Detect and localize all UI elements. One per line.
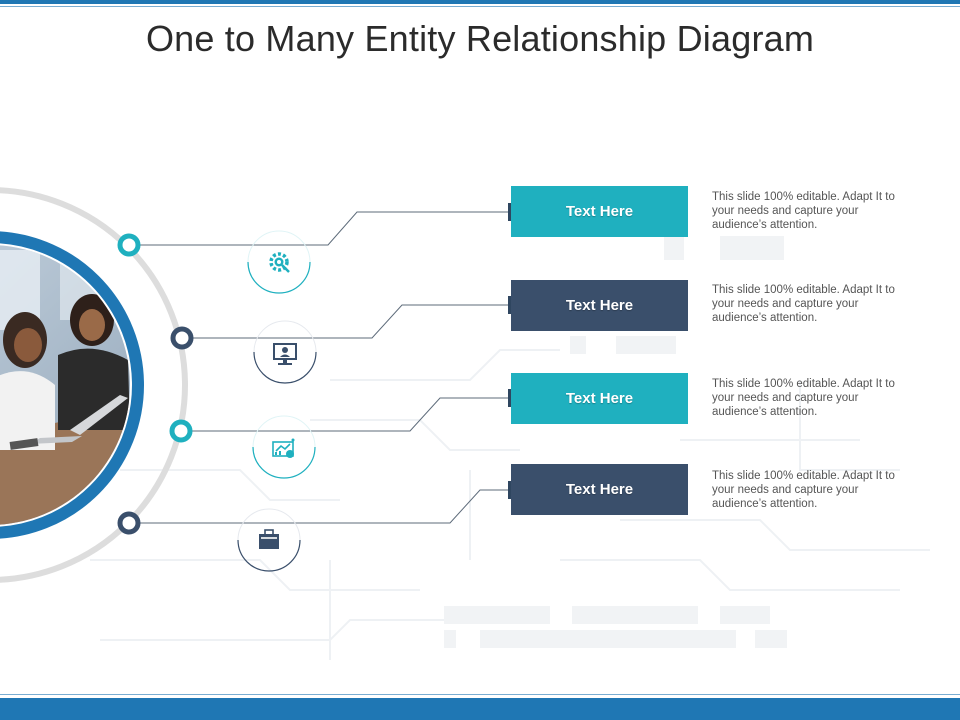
entity-box-4: Text Here [511, 464, 688, 515]
bottom-accent-line [0, 694, 960, 695]
circuit-background [90, 349, 930, 660]
entity-description-1: This slide 100% editable. Adapt It to yo… [712, 191, 895, 231]
entity-box-3: Text Here [511, 373, 688, 424]
connector-lines [138, 211, 511, 524]
icon-circle [252, 415, 316, 479]
bottom-accent-bar [0, 698, 960, 720]
computer-user-icon [273, 343, 297, 365]
entity-box-1: Text Here [511, 186, 688, 237]
analytics-chart-icon [272, 438, 295, 458]
connector-tab [508, 203, 511, 221]
entity-description-4: This slide 100% editable. Adapt It to yo… [712, 470, 895, 510]
top-accent-line [0, 6, 960, 7]
icon-circle [237, 508, 301, 572]
connector-tab [508, 481, 511, 499]
slide-title: One to Many Entity Relationship Diagram [145, 18, 815, 59]
connector-tab [508, 296, 511, 314]
briefcase-folder-icon [259, 529, 279, 549]
circuit-blocks [444, 236, 787, 648]
icon-circle [253, 320, 317, 384]
top-accent-bar [0, 0, 960, 4]
node-dot [117, 233, 141, 257]
node-dot [170, 326, 194, 350]
entity-box-2: Text Here [511, 280, 688, 331]
node-dot [117, 511, 141, 535]
entity-description-3: This slide 100% editable. Adapt It to yo… [712, 378, 895, 418]
entity-description-2: This slide 100% editable. Adapt It to yo… [712, 284, 895, 324]
photo-frame-ring [0, 231, 144, 539]
icon-circle [247, 230, 311, 294]
node-dot [169, 419, 193, 443]
outer-ring [0, 187, 188, 583]
gear-wrench-icon [269, 252, 290, 273]
connector-tab [508, 389, 511, 407]
